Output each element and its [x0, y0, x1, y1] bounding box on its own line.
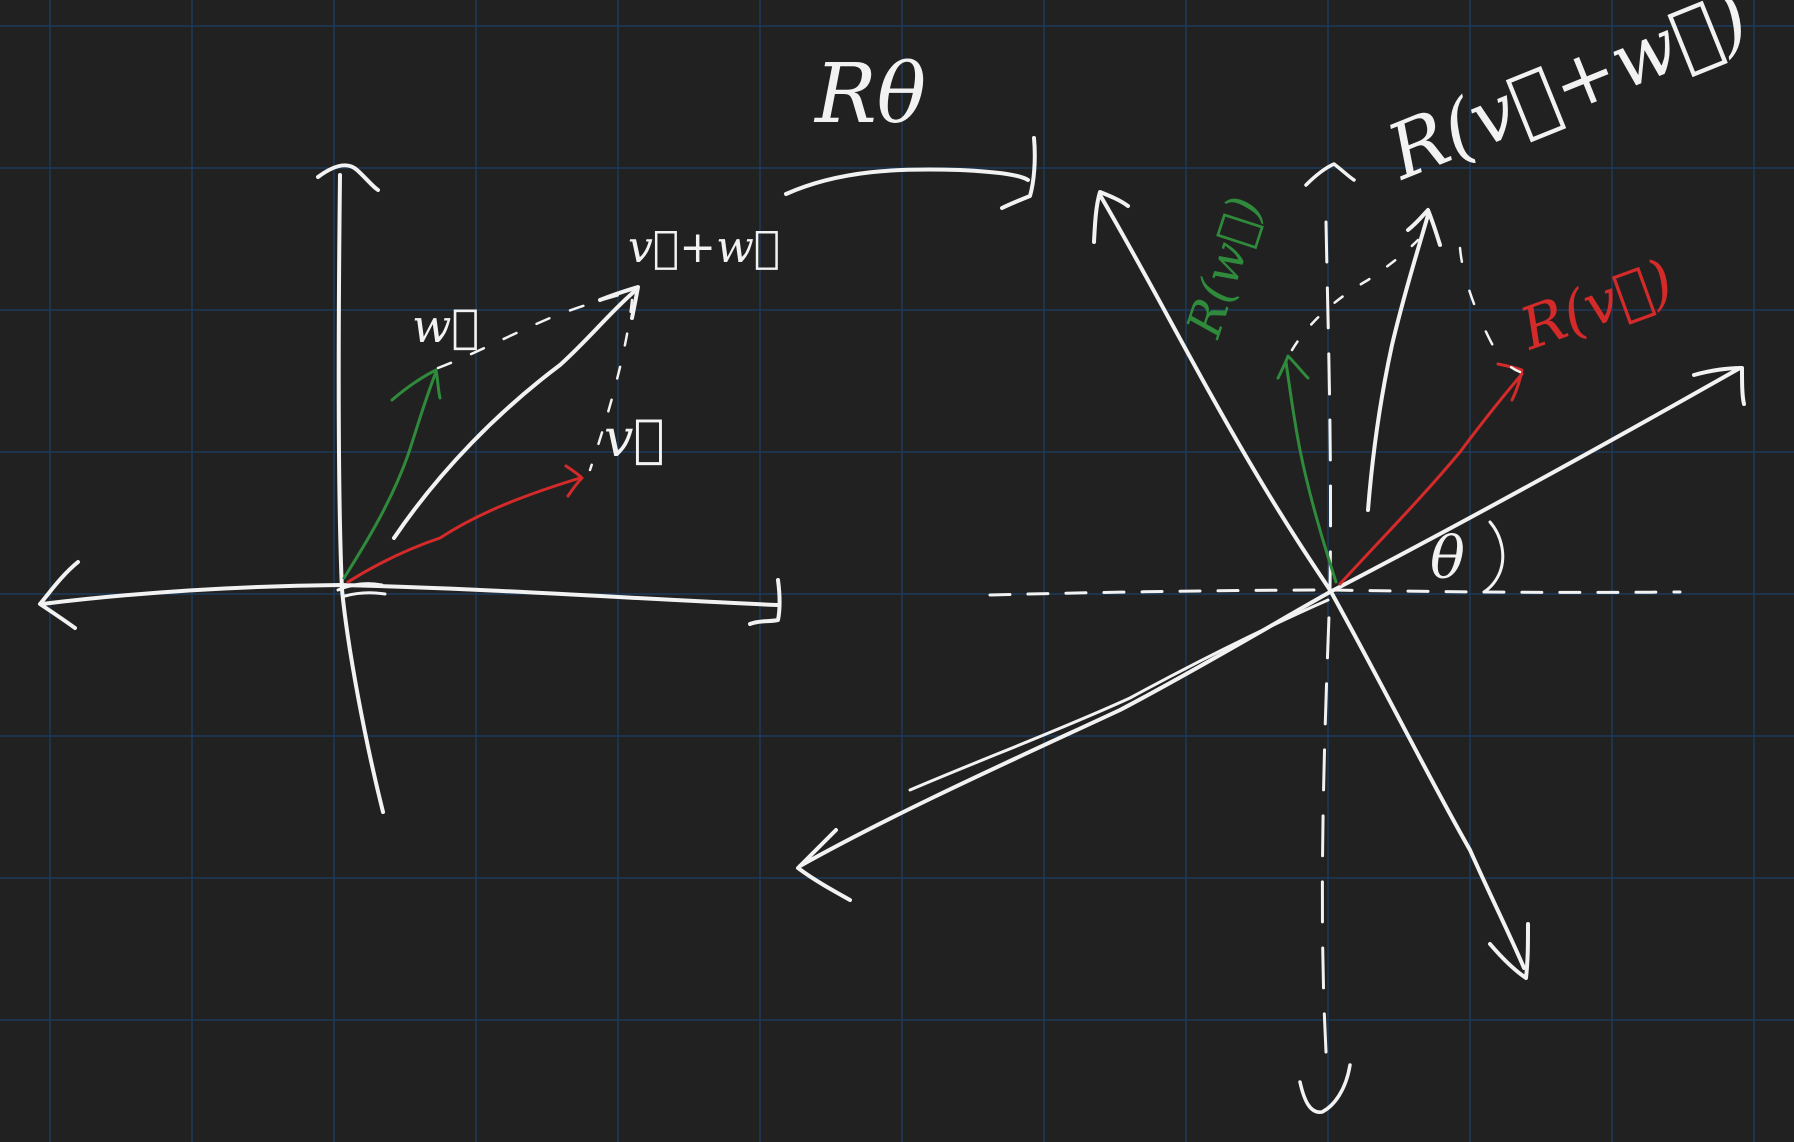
- theta-arc: [1482, 520, 1505, 594]
- label-r-v: R(v⃗): [1511, 246, 1682, 364]
- map-arrow-curve: [784, 167, 1030, 196]
- left-x-axis: [40, 583, 779, 607]
- vector-r-v-plus-w: [1366, 213, 1430, 512]
- rotated-y-axis-arrowhead-top: [1092, 190, 1130, 244]
- right-diagram: R(v⃗+w⃗) R(w⃗) R(v⃗) θ: [796, 0, 1761, 1114]
- original-x-axis-dashed: [988, 588, 1682, 597]
- vector-v-plus-w: [392, 288, 638, 540]
- vector-r-v-arrowhead: [1496, 362, 1524, 402]
- left-y-axis: [336, 173, 385, 814]
- vector-r-v: [1338, 372, 1524, 586]
- rotated-y-axis-arrowhead-bottom: [1488, 922, 1530, 980]
- vector-v-arrowhead: [564, 464, 584, 498]
- vector-w-arrowhead: [390, 368, 442, 402]
- original-y-axis-dashed: [1320, 220, 1333, 1054]
- rotated-y-axis: [1098, 193, 1526, 970]
- vector-w: [342, 370, 438, 580]
- label-r-w: R(w⃗): [1176, 190, 1274, 345]
- label-v-plus-w: v⃗+w⃗: [628, 222, 780, 273]
- vector-r-v-plus-w-arrowhead: [1406, 208, 1442, 247]
- vector-r-w: [1284, 360, 1338, 584]
- rotation-map-arrow: Rθ: [784, 47, 1037, 210]
- label-theta: θ: [1430, 524, 1465, 592]
- left-dashed-helper-top: [436, 290, 632, 370]
- left-y-axis-arrowhead: [316, 163, 380, 192]
- label-rotation-map: Rθ: [813, 47, 926, 142]
- rotated-x-axis-arrowhead-left: [796, 828, 852, 902]
- rotated-x-axis-second-stroke: [908, 598, 1330, 792]
- rotated-x-axis-arrowhead-right: [1692, 366, 1746, 406]
- right-dashed-helper-top: [1290, 238, 1420, 352]
- vector-v: [346, 476, 582, 584]
- left-x-axis-arrowhead-right: [748, 578, 782, 626]
- label-v: v⃗: [604, 409, 665, 469]
- label-w: w⃗: [412, 299, 479, 353]
- vector-r-w-arrowhead: [1276, 354, 1310, 380]
- left-diagram: w⃗ v⃗+w⃗ v⃗: [38, 163, 782, 814]
- original-y-axis-bottom-arrowhead: [1298, 1063, 1352, 1114]
- left-origin-mark: [336, 582, 387, 598]
- original-y-axis-top-arrowhead: [1304, 162, 1356, 187]
- left-x-axis-arrowhead-left: [38, 560, 80, 630]
- vector-v-plus-w-arrowhead: [598, 285, 640, 320]
- left-dashed-helper-right: [588, 298, 634, 472]
- map-arrow-head: [1000, 136, 1037, 210]
- right-dashed-helper-right: [1458, 246, 1522, 374]
- rotated-x-axis: [798, 366, 1742, 868]
